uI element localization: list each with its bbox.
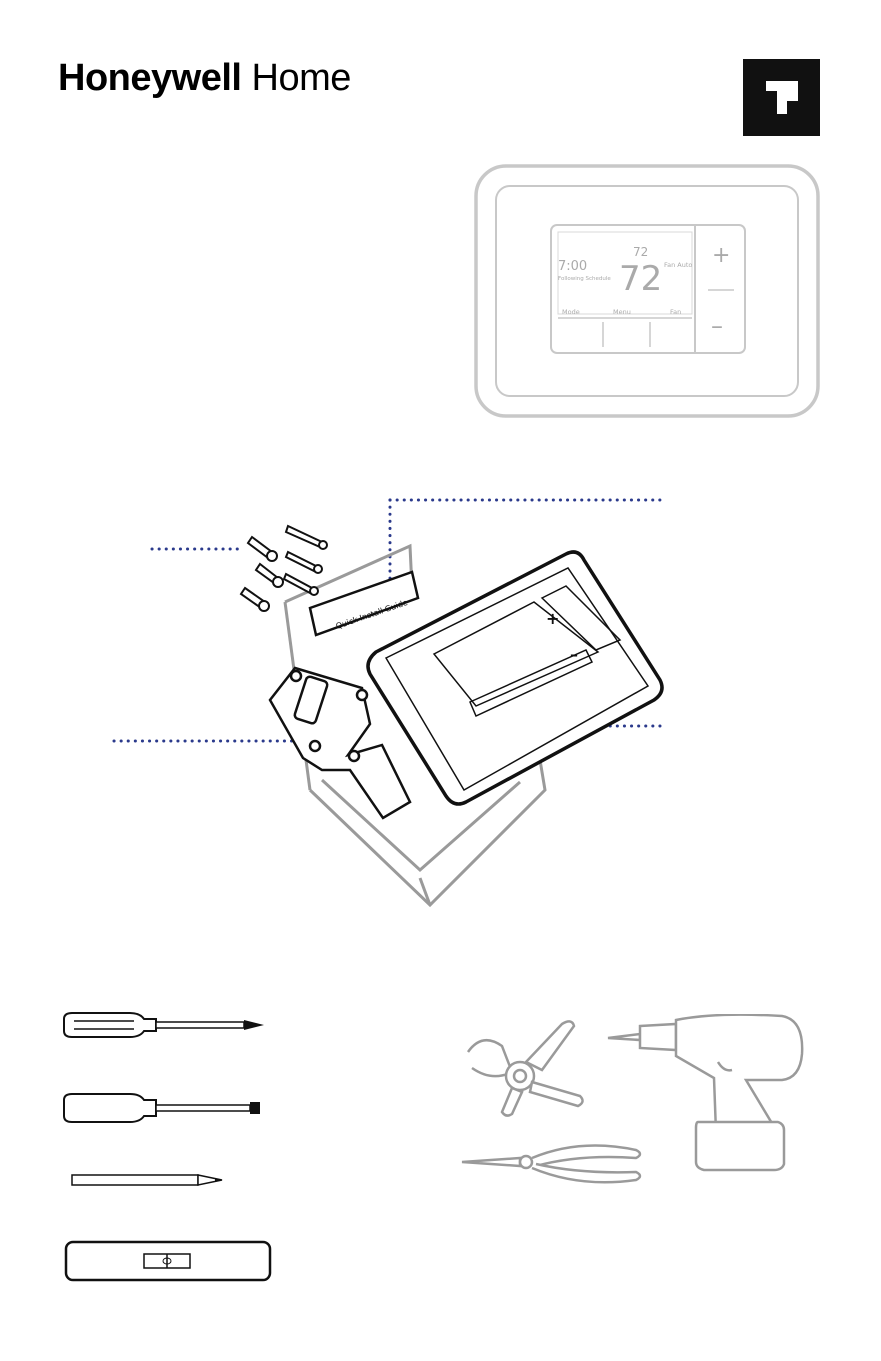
level-icon <box>64 1240 274 1282</box>
drill-icon <box>606 1014 836 1174</box>
package-contents-illustration: Quick Install Guide + – <box>100 490 670 910</box>
quick-install-guide-icon: Quick Install Guide <box>310 572 418 635</box>
body-minus-icon: – <box>570 645 578 664</box>
honeywell-home-mark-icon <box>743 59 820 136</box>
body-plus-icon: + <box>546 609 559 628</box>
brand-wordmark: Honeywell Home <box>58 58 351 98</box>
thermostat-front-view: 7:00 Following Schedule 72 72 Fan Auto M… <box>474 164 820 418</box>
display-setpoint: 72 <box>633 245 648 259</box>
display-time: 7:00 <box>558 259 587 274</box>
phillips-screwdriver-icon <box>60 1005 270 1045</box>
softkey-fan: Fan <box>670 308 681 316</box>
display-status: Following Schedule <box>558 276 611 282</box>
softkey-mode: Mode <box>562 308 580 316</box>
pencil-icon <box>70 1170 230 1190</box>
brand-name-light: Home <box>252 57 351 99</box>
minus-key-icon: – <box>711 312 723 340</box>
screws-and-anchors-icon <box>241 526 327 611</box>
flat-screwdriver-icon <box>60 1088 270 1128</box>
softkey-menu: Menu <box>613 308 631 316</box>
brand-name-bold: Honeywell <box>58 57 241 99</box>
display-room-temp: 72 <box>619 259 662 299</box>
plus-key-icon: + <box>712 243 730 268</box>
display-fan: Fan Auto <box>664 261 692 269</box>
wire-stripper-icon <box>462 1012 592 1122</box>
